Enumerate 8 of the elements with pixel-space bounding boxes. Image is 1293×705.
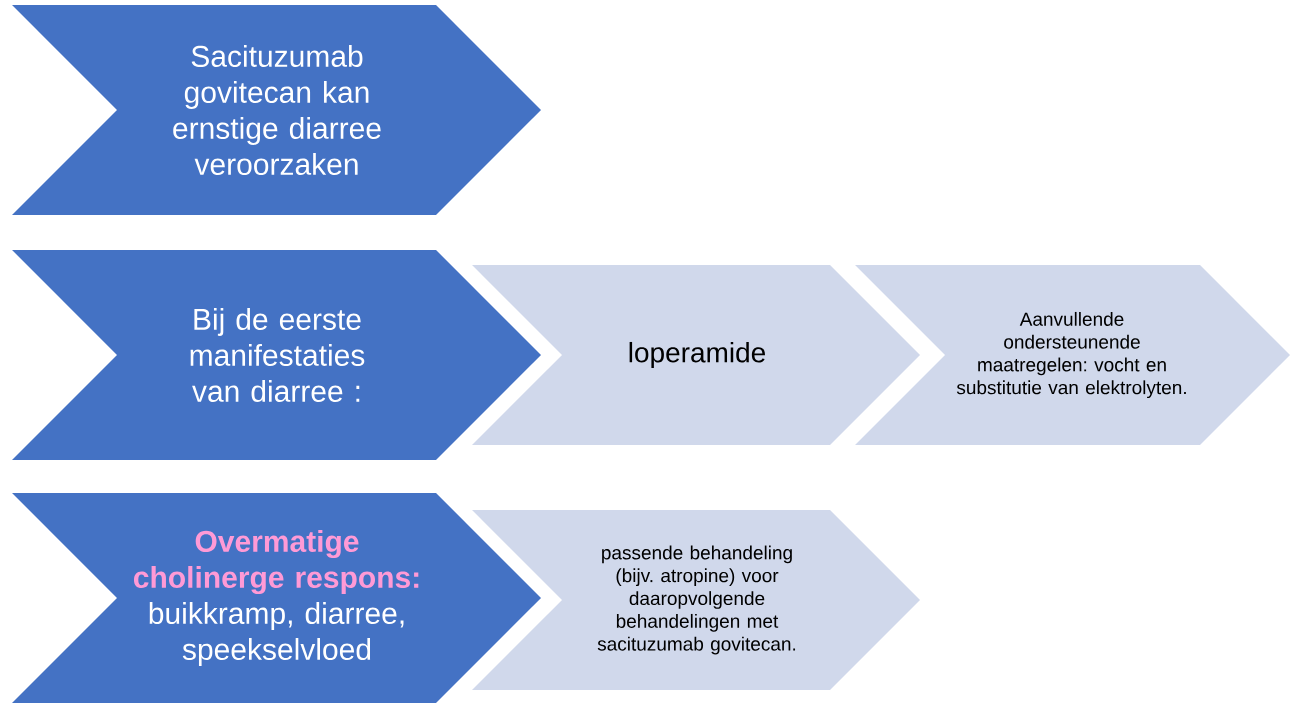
node-label: loperamide [629, 341, 765, 369]
chevron-banner: Bij de eerste manifestaties van diarree : [12, 250, 541, 460]
chevron-step: Aanvullende ondersteunende maatregelen: vocht en substitutie van elektrolyten. [855, 265, 1290, 445]
chevron-banner: Sacituzumab govitecan kan ernstige diarree veroorzaken [12, 5, 541, 215]
node-label: Aanvullende ondersteunende maatregelen: vocht en substitutie van elektrolyten. [956, 311, 1186, 399]
chevron-banner: Overmatige cholinerge respons: buikkramp, diarree, speekselvloed [12, 493, 541, 703]
chevron-step: passende behandeling (bijv. atropine) voor daaropvolgende behandelingen met sacituzumab govitecan. [472, 510, 920, 690]
chevron-step: loperamide [472, 265, 920, 445]
